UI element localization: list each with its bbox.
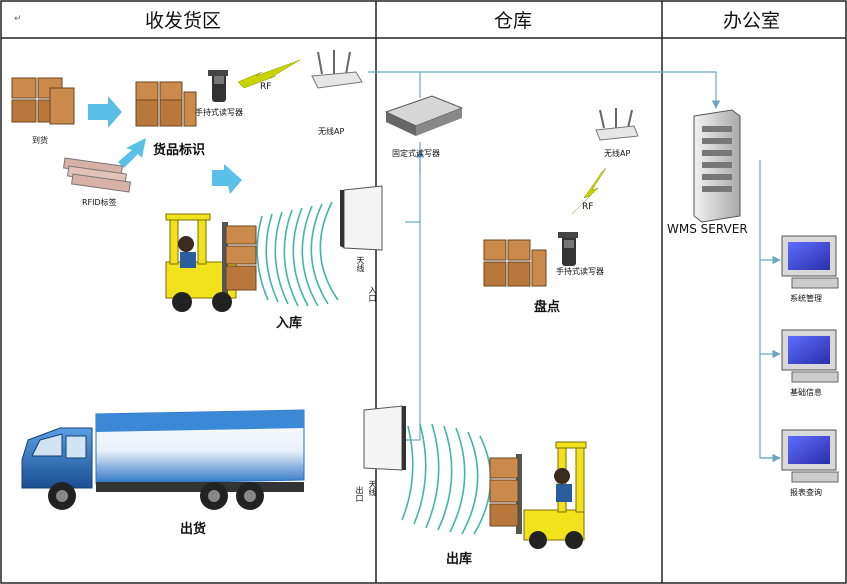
label-exit: 出口 [355, 486, 364, 502]
label-inbound: 入库 [276, 316, 303, 331]
label-outbound: 出库 [446, 552, 473, 567]
label-handheld-1: 手持式读写器 [195, 108, 243, 117]
flow-arrows [88, 96, 242, 194]
rf-signal-icon [237, 59, 301, 89]
label-wireless-ap-1: 无线AP [318, 127, 345, 136]
computer-icon-base [781, 329, 839, 383]
truck-icon [21, 409, 305, 510]
entrance-antenna-icon [340, 185, 383, 251]
column-header-warehouse: 仓库 [494, 10, 533, 32]
label-handheld-2: 手持式读写器 [556, 267, 604, 276]
label-sys-mgmt: 系统管理 [790, 294, 822, 303]
handheld-reader-icon [208, 70, 228, 102]
label-base-info: 基础信息 [790, 388, 822, 397]
computer-icon-report [781, 429, 839, 483]
arrival-boxes-icon [11, 77, 75, 125]
wireless-ap-icon-2 [595, 108, 639, 141]
label-rfid-tag: RFID标签 [82, 198, 117, 207]
exit-antenna-icon [363, 405, 406, 471]
label-arrival: 到货 [32, 136, 48, 145]
computer-icon-sys [781, 235, 839, 289]
label-rf-1: RF [260, 82, 272, 92]
column-header-office: 办公室 [723, 10, 781, 32]
column-header-receiving: 收发货区 [145, 10, 222, 32]
tagged-boxes-icon [135, 81, 197, 127]
label-wireless-ap-2: 无线AP [604, 149, 631, 158]
label-fixed-reader: 固定式读写器 [392, 149, 440, 158]
return-mark-icon: ↵ [14, 14, 22, 24]
label-shipping: 出货 [180, 522, 207, 537]
forklift-icon [165, 213, 257, 312]
label-goods-id: 货品标识 [153, 143, 206, 158]
wireless-ap-icon [311, 50, 363, 89]
rf-signal-icon-2 [571, 167, 607, 215]
network-links [368, 71, 781, 463]
label-report: 报表查询 [790, 488, 822, 497]
stocktake-boxes-icon [483, 239, 547, 287]
outbound-rf-waves [401, 423, 492, 535]
forklift-icon-2 [489, 441, 587, 549]
wms-server-icon [693, 109, 741, 223]
fixed-reader-icon [384, 95, 464, 136]
label-antenna-in: 天线 [356, 256, 365, 272]
handheld-reader-icon-2 [558, 232, 578, 266]
label-entrance: 入口 [368, 286, 377, 302]
label-antenna-out: 天线 [368, 480, 377, 496]
label-stocktake: 盘点 [534, 300, 561, 315]
label-wms-server: WMS SERVER [667, 222, 748, 236]
inbound-rf-waves [256, 201, 339, 307]
label-rf-2: RF [582, 202, 594, 212]
rfid-tag-icon [63, 157, 131, 193]
